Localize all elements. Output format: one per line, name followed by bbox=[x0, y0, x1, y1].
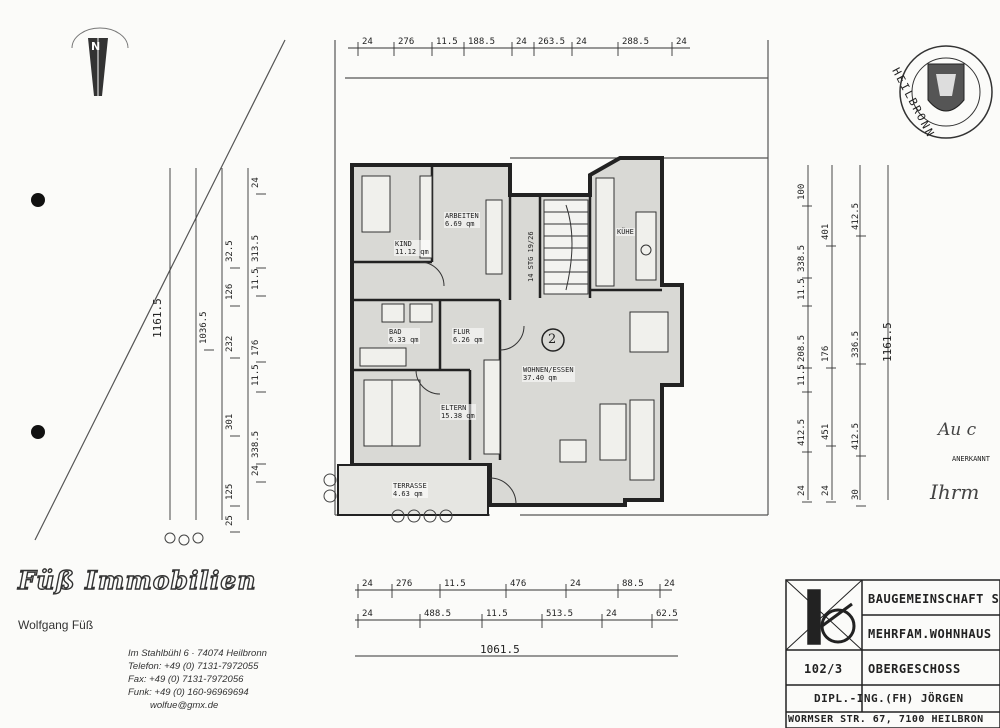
dimension-label: 24 bbox=[251, 465, 261, 476]
dimension-label: 336.5 bbox=[851, 330, 861, 358]
company-owner: Wolfgang Füß bbox=[18, 618, 94, 632]
handwritten-note: Au c bbox=[938, 420, 977, 440]
title-line5: WORMSER STR. 67, 7100 HEILBRON bbox=[788, 714, 984, 725]
dimension-label: 313.5 bbox=[251, 234, 261, 262]
title-line3: OBERGESCHOSS bbox=[868, 662, 961, 676]
company-fax: Fax: +49 (0) 7131-7972056 bbox=[128, 674, 244, 685]
dimension-label: 24 bbox=[664, 579, 675, 589]
dimension-label: 11.5 bbox=[251, 268, 261, 290]
stair-label: 14 STG 19/26 bbox=[527, 231, 535, 282]
dimension-label: 24 bbox=[516, 37, 527, 47]
dimension-label: 24 bbox=[362, 609, 373, 619]
dimension-label: 11.5 bbox=[436, 37, 458, 47]
recognition-label: ANERKANNT bbox=[952, 455, 990, 463]
dimension-label: 176 bbox=[251, 339, 261, 356]
dimension-label: 24 bbox=[676, 37, 687, 47]
svg-text:N: N bbox=[91, 40, 100, 53]
company-address: Im Stahlbühl 6 · 74074 Heilbronn bbox=[128, 648, 267, 659]
dimension-label: 488.5 bbox=[424, 609, 452, 619]
dimension-label: 288.5 bbox=[622, 37, 650, 47]
dimension-label: 24 bbox=[362, 37, 373, 47]
dimension-label: 476 bbox=[510, 579, 527, 589]
dimension-label: 401 bbox=[821, 223, 831, 240]
dimension-label: 1036.5 bbox=[199, 311, 209, 344]
building-outline bbox=[164, 156, 684, 546]
dimension-label: 301 bbox=[225, 413, 235, 430]
dimension-label: 32.5 bbox=[225, 240, 235, 262]
company-email: wolfue@gmx.de bbox=[150, 700, 219, 711]
dimension-label: 276 bbox=[396, 579, 413, 589]
dimension-label: 11.5 bbox=[797, 278, 807, 300]
company-brand: Füß Immobilien bbox=[17, 565, 257, 595]
dimension-bottom-total: 1061.5 bbox=[480, 643, 520, 656]
dimension-label: 24 bbox=[576, 37, 587, 47]
punch-hole-top bbox=[31, 193, 45, 207]
dimension-label: 24 bbox=[362, 579, 373, 589]
dimension-label: 412.5 bbox=[797, 418, 807, 446]
dimension-label: 24 bbox=[821, 485, 831, 496]
dimension-label: 24 bbox=[797, 485, 807, 496]
dimension-label: 232 bbox=[225, 335, 235, 352]
dimension-label: 62.5 bbox=[656, 609, 678, 619]
dimension-label: 338.5 bbox=[797, 244, 807, 272]
dimension-label: 100 bbox=[797, 183, 807, 200]
dimension-label: 11.5 bbox=[251, 364, 261, 386]
dimension-label: 208.5 bbox=[797, 334, 807, 362]
dimension-label: 88.5 bbox=[622, 579, 644, 589]
dimension-label: 188.5 bbox=[468, 37, 496, 47]
dimension-label: 263.5 bbox=[538, 37, 566, 47]
dimension-label: 338.5 bbox=[251, 430, 261, 458]
dimension-label: 126 bbox=[225, 283, 235, 300]
dimension-label: 176 bbox=[821, 345, 831, 362]
dimension-label: 24 bbox=[606, 609, 617, 619]
dimension-label: 513.5 bbox=[546, 609, 574, 619]
city-seal-stamp bbox=[899, 45, 993, 139]
punch-hole-bottom bbox=[31, 425, 45, 439]
company-phone: Telefon: +49 (0) 7131-7972055 bbox=[128, 661, 259, 672]
dimension-label: 11.5 bbox=[797, 364, 807, 386]
company-mobile: Funk: +49 (0) 160-96969694 bbox=[128, 687, 249, 698]
drawing-number: 102/3 bbox=[804, 662, 843, 676]
dimension-label: 451 bbox=[821, 423, 831, 440]
title-block bbox=[785, 579, 1000, 728]
dimension-label: 30 bbox=[851, 489, 861, 500]
dimension-label: 11.5 bbox=[486, 609, 508, 619]
title-line2: MEHRFAM.WOHNHAUS bbox=[868, 627, 992, 641]
dimension-label: 24 bbox=[570, 579, 581, 589]
unit-marker bbox=[541, 328, 565, 352]
dimension-lines bbox=[169, 47, 889, 657]
dimension-label: 276 bbox=[398, 37, 415, 47]
unit-marker-number: 2 bbox=[548, 332, 557, 347]
dimension-label: 25 bbox=[225, 515, 235, 526]
title-line1: BAUGEMEINSCHAFT S bbox=[868, 592, 1000, 606]
dimension-right-total: 1161.5 bbox=[881, 322, 894, 362]
title-line4: DIPL.-ING.(FH) JÖRGEN bbox=[814, 692, 964, 705]
room-label-kitchen: KÜHE bbox=[616, 228, 635, 236]
dimension-left-total: 1161.5 bbox=[151, 298, 164, 338]
north-arrow-icon: N bbox=[71, 27, 129, 96]
dimension-label: 125 bbox=[225, 483, 235, 500]
dimension-label: 412.5 bbox=[851, 202, 861, 230]
dimension-label: 11.5 bbox=[444, 579, 466, 589]
dimension-label: 412.5 bbox=[851, 422, 861, 450]
handwritten-signature: Ihrm bbox=[930, 480, 980, 504]
dimension-label: 24 bbox=[251, 177, 261, 188]
